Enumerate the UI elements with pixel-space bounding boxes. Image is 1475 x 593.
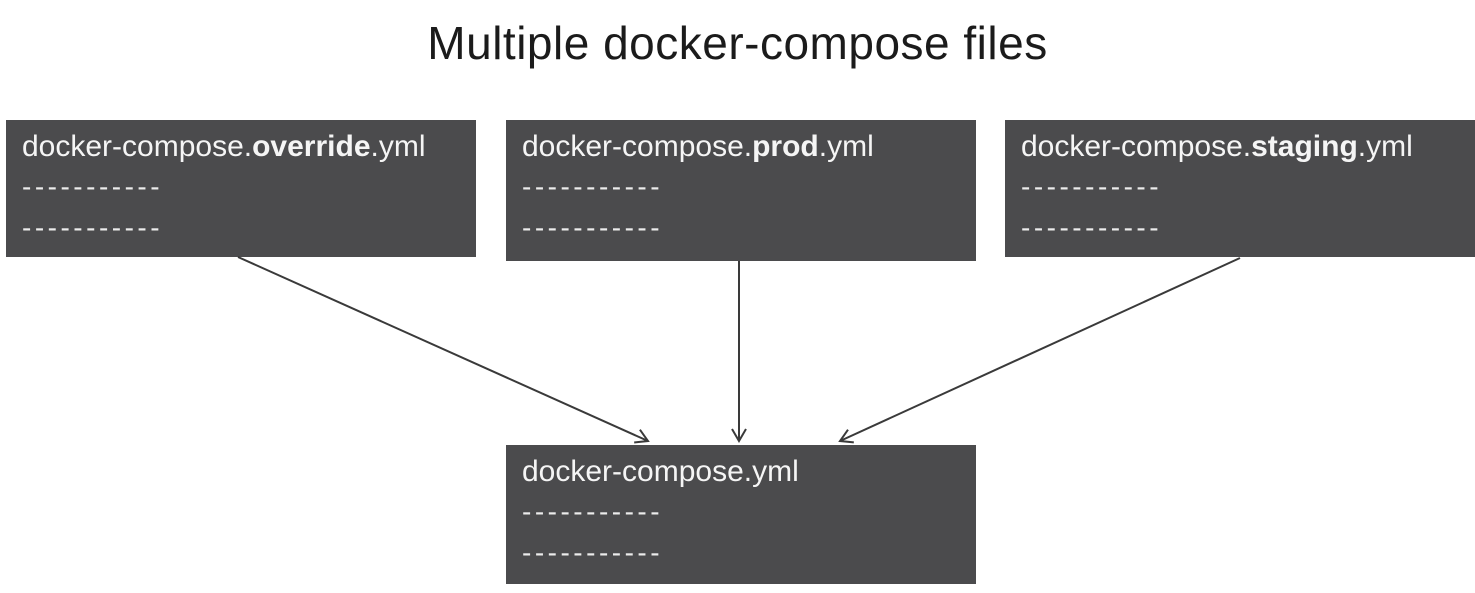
filename-env-bold: staging <box>1251 130 1358 163</box>
node-filename: docker-compose.yml <box>522 453 960 491</box>
filename-prefix: docker-compose. <box>22 130 253 163</box>
filename-prefix: docker-compose. <box>522 130 753 163</box>
content-placeholder-line: ----------- <box>522 496 664 527</box>
filename-suffix: .yml <box>818 130 874 163</box>
node-filename: docker-compose.staging.yml <box>1021 128 1459 166</box>
node-filename: docker-compose.override.yml <box>22 128 460 166</box>
filename-suffix: .yml <box>1357 130 1413 163</box>
content-placeholder-line: ----------- <box>522 212 664 243</box>
filename-suffix: .yml <box>370 130 426 163</box>
content-placeholder-line: ----------- <box>1021 171 1163 202</box>
edge-override-to-base <box>237 256 650 444</box>
filename-prefix: docker-compose. <box>1021 130 1252 163</box>
node-docker-compose-base: docker-compose.yml ----------- ---------… <box>506 445 976 584</box>
node-filename: docker-compose.prod.yml <box>522 128 960 166</box>
content-placeholder-line: ----------- <box>1021 212 1163 243</box>
content-placeholder-line: ----------- <box>522 537 664 568</box>
edge-staging-to-base <box>838 257 1241 444</box>
content-placeholder-line: ----------- <box>522 171 664 202</box>
content-placeholder-line: ----------- <box>22 171 164 202</box>
node-docker-compose-prod: docker-compose.prod.yml ----------- ----… <box>506 120 976 261</box>
filename-prefix: docker-compose.yml <box>522 455 799 488</box>
node-docker-compose-override: docker-compose.override.yml ----------- … <box>6 120 476 257</box>
diagram-title: Multiple docker-compose files <box>427 17 1048 69</box>
content-placeholder-line: ----------- <box>22 212 164 243</box>
filename-env-bold: override <box>252 130 371 163</box>
filename-env-bold: prod <box>752 130 819 163</box>
node-docker-compose-staging: docker-compose.staging.yml ----------- -… <box>1005 120 1475 257</box>
